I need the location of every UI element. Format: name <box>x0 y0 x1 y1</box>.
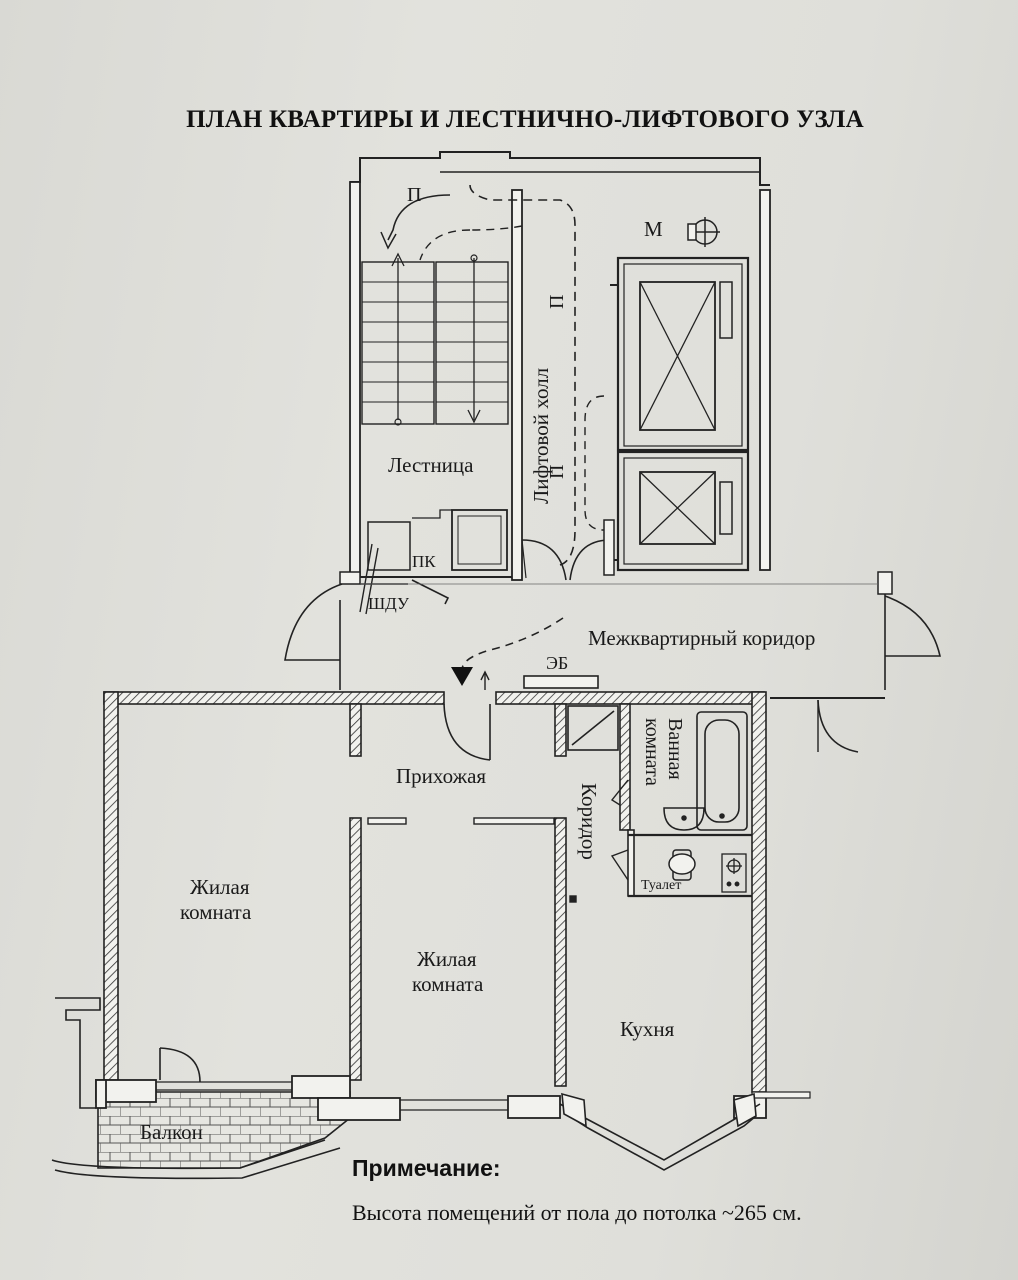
stair-lift-block <box>349 151 771 615</box>
note-title: Примечание: <box>352 1155 501 1181</box>
marker-eb: ЭБ <box>546 653 568 673</box>
utility-shaft <box>567 705 619 751</box>
sink <box>663 807 705 831</box>
riser-symbol-icon <box>721 853 747 893</box>
balcony-structure <box>51 997 351 1180</box>
note-text: Высота помещений от пола до потолка ~265… <box>352 1200 802 1225</box>
marker-m: М <box>644 217 663 241</box>
marker-p-top: П <box>407 184 421 206</box>
room-label-living1-line2: комната <box>180 900 252 924</box>
toilet-bowl <box>668 849 696 881</box>
room-label-kitchen: Кухня <box>620 1017 675 1041</box>
marker-shdu: ШДУ <box>368 594 410 613</box>
room-label-common-corridor: Межквартирный коридор <box>588 626 815 650</box>
plan-title: ПЛАН КВАРТИРЫ И ЛЕСТНИЧНО-ЛИФТОВОГО УЗЛА <box>186 106 864 133</box>
evacuation-arrow-icon <box>451 667 473 686</box>
marker-p-hall-2: П <box>546 465 568 479</box>
entrance-door[interactable] <box>443 703 491 761</box>
room-label-hallway: Прихожая <box>396 764 486 788</box>
room-label-lift-hall: Лифтовой холл <box>529 368 553 504</box>
windows <box>156 1081 761 1171</box>
bathtub <box>696 711 748 831</box>
room-label-bathroom-1: Ванная <box>664 718 686 780</box>
room-label-bathroom-2: комната <box>641 718 663 786</box>
room-label-corridor: Коридор <box>577 783 601 860</box>
common-corridor <box>284 571 942 753</box>
ventilation-symbol-icon <box>687 217 720 247</box>
apartment-walls <box>103 691 767 1093</box>
hallway-partitions <box>367 817 555 825</box>
room-label-stairs: Лестница <box>388 453 474 477</box>
marker-pk: ПК <box>412 552 436 571</box>
bathroom-doors[interactable] <box>569 779 629 903</box>
room-label-living2-line1: Жилая <box>417 947 477 971</box>
marker-p-hall-1: П <box>546 295 568 309</box>
room-label-living1-line1: Жилая <box>190 875 250 899</box>
room-label-balcony: Балкон <box>140 1120 203 1144</box>
room-label-toilet: Туалет <box>641 878 681 893</box>
room-label-living2-line2: комната <box>412 972 484 996</box>
